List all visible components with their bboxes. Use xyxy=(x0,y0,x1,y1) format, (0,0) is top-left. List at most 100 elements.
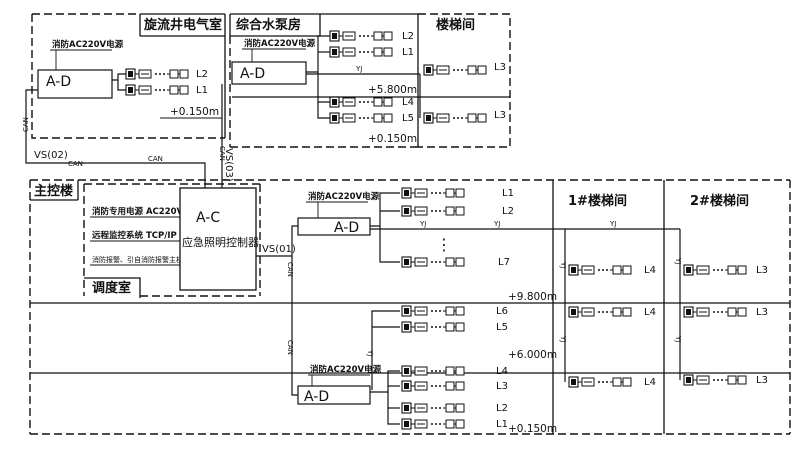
can-label: CAN xyxy=(286,340,294,355)
remote-monitor-label: 远程监控系统 TCP/IP xyxy=(92,230,177,241)
room-stairwell-top: 楼梯间 L3 L3 xyxy=(417,13,511,148)
yj-label: YJ xyxy=(355,65,362,73)
ad-module-label: A-D xyxy=(334,220,359,236)
ad-module-pump xyxy=(231,61,307,85)
loop-label-l1: L1 xyxy=(502,188,514,199)
yj-label: YJ xyxy=(674,257,682,264)
room-title-cyclone: 旋流井电气室 xyxy=(143,17,222,33)
elevation-5800: +5.800m xyxy=(368,84,417,96)
lamp-group-l5 xyxy=(329,112,393,124)
lamp-group-l1 xyxy=(401,418,465,430)
lamp-group-l7 xyxy=(401,256,465,268)
elevation-9800: +9.800m xyxy=(508,291,557,303)
can-label: CAN xyxy=(22,117,30,132)
alarm-link-label: 消防报警、引自消防报警主机 RS485 xyxy=(92,255,208,264)
elevation-0150: +0.150m xyxy=(508,423,557,435)
can-label: CAN xyxy=(286,262,294,277)
loop-label-l3: L3 xyxy=(494,110,506,121)
fire-power-label: 消防AC220V电源 xyxy=(310,364,382,375)
stairwell-2: 2#楼梯间 YJ YJ L3 L3 L3 xyxy=(674,193,768,386)
loop-label-l4: L4 xyxy=(496,366,508,377)
stairwell-1: 1#楼梯间 YJ YJ L4 L4 L4 xyxy=(552,180,665,434)
loop-label-l2: L2 xyxy=(496,403,508,414)
lamp-group-l3 xyxy=(683,264,747,276)
room-title-pump: 综合水泵房 xyxy=(236,17,301,33)
yj-label: YJ xyxy=(559,335,567,342)
building-title: 主控楼 xyxy=(34,183,73,199)
stair-title-2: 2#楼梯间 xyxy=(690,193,749,209)
loop-label-l4: L4 xyxy=(644,265,656,276)
yj-label: YJ xyxy=(674,335,682,342)
lamp-group-l4 xyxy=(568,306,632,318)
loop-label-l3: L3 xyxy=(496,381,508,392)
lamp-group-l6 xyxy=(401,305,465,317)
loop-label-l3: L3 xyxy=(756,265,768,276)
lamp-group-l3 xyxy=(683,306,747,318)
stair-title-1: 1#楼梯间 xyxy=(568,193,627,209)
loop-label-l7: L7 xyxy=(498,257,510,268)
controller-name: 应急照明控制器 xyxy=(182,235,259,249)
ac-controller xyxy=(179,187,257,291)
loop-label-l1: L1 xyxy=(196,85,208,96)
power-dedicated-label: 消防专用电源 AC220V xyxy=(92,206,184,217)
yj-label: YJ xyxy=(419,220,426,228)
loop-label-l5: L5 xyxy=(402,113,414,124)
can-label: CAN xyxy=(148,155,163,163)
ad-module-floor1 xyxy=(297,385,371,405)
lamp-group-l4 xyxy=(568,264,632,276)
control-room-label: 调度室 xyxy=(92,280,131,296)
bus-label-vs01: VS(01) xyxy=(262,244,296,255)
bus-vs03: CAN VS(03) xyxy=(218,84,234,188)
bus-vs02: VS(02) CAN CAN xyxy=(25,150,206,188)
lamp-group-l3 xyxy=(401,380,465,392)
building-main-control: 主控楼 调度室 消防专用电源 AC220V 远程监控系统 TCP/IP 消防报警… xyxy=(29,179,791,435)
elevation-6000: +6.000m xyxy=(508,349,557,361)
lamp-group-l1 xyxy=(329,46,393,58)
ad-module xyxy=(37,69,113,99)
ad-module-label: A-D xyxy=(46,74,71,90)
loop-label-l3: L3 xyxy=(756,307,768,318)
loop-label-l4: L4 xyxy=(644,307,656,318)
lamp-group-l1 xyxy=(401,187,465,199)
lamp-group-l2 xyxy=(329,30,393,42)
lamp-group-l3 xyxy=(423,112,487,124)
fire-power-label: 消防AC220V电源 xyxy=(308,191,380,202)
ellipsis: ⋮ xyxy=(436,235,452,254)
loop-label-l1: L1 xyxy=(496,419,508,430)
room-title-stair: 楼梯间 xyxy=(436,17,475,33)
yj-label: YJ xyxy=(559,261,567,268)
loop-label-l3: L3 xyxy=(494,62,506,73)
can-label: CAN xyxy=(218,146,226,161)
elevation-0150: +0.150m xyxy=(170,106,219,118)
lamp-group-l2 xyxy=(125,68,189,80)
lamp-group-l4 xyxy=(568,376,632,388)
yj-label: YJ xyxy=(493,220,500,228)
loop-label-l2: L2 xyxy=(196,69,208,80)
loop-label-l4: L4 xyxy=(402,97,414,108)
can-label: CAN xyxy=(68,160,83,168)
lamp-group-l2 xyxy=(401,402,465,414)
yj-label: YJ xyxy=(366,349,374,356)
yj-label: YJ xyxy=(609,220,616,228)
lamp-group-l1 xyxy=(125,84,189,96)
fire-power-label: 消防AC220V电源 xyxy=(52,39,124,50)
fire-power-label: 消防AC220V电源 xyxy=(244,38,316,49)
room-water-pump: 综合水泵房 消防AC220V电源 A-D L2 L1 L4 L5 YJ +5.8… xyxy=(229,13,420,148)
loop-label-l2: L2 xyxy=(402,31,414,42)
lamp-group-l3 xyxy=(683,374,747,386)
loop-label-l3: L3 xyxy=(756,375,768,386)
loop-label-l5: L5 xyxy=(496,322,508,333)
lamp-group-l4 xyxy=(329,96,393,108)
ac-controller-label: A-C xyxy=(196,210,220,226)
lamp-group-l5 xyxy=(401,321,465,333)
loop-label-l2: L2 xyxy=(502,206,514,217)
loop-label-l6: L6 xyxy=(496,306,508,317)
lamp-group-l4 xyxy=(401,365,465,377)
loop-label-l1: L1 xyxy=(402,47,414,58)
bus-label-vs02: VS(02) xyxy=(34,150,68,161)
loop-label-l4: L4 xyxy=(644,377,656,388)
lamp-group-l3 xyxy=(423,64,487,76)
ad-module-label: A-D xyxy=(304,389,329,405)
lamp-group-l2 xyxy=(401,205,465,217)
